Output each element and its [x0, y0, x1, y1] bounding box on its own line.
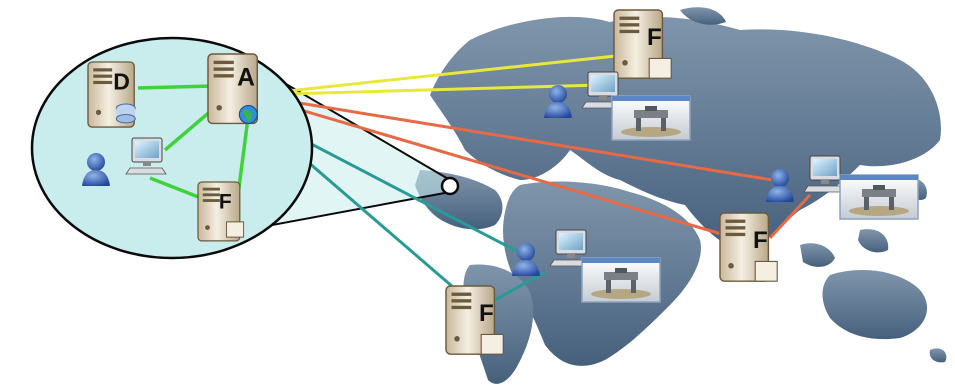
link-a-to-east-user — [249, 93, 786, 184]
remote-east-cad-thumbnail — [839, 174, 919, 220]
remote-south-server-label: F — [479, 300, 494, 327]
server-d-label: D — [113, 68, 130, 94]
server-f-local-label: F — [219, 191, 232, 214]
local-links — [137, 84, 250, 202]
link-a-to-north-server — [249, 53, 626, 97]
link-a-to-east-server — [249, 93, 736, 240]
local-workstation-icon[interactable] — [125, 137, 167, 175]
link-a-to-north-user — [249, 83, 601, 97]
local-site-bubble — [30, 36, 314, 260]
remote-east-server-icon[interactable]: F — [719, 212, 778, 282]
remote-north-server-icon[interactable]: F — [613, 9, 672, 79]
remote-north-cad-thumbnail — [611, 95, 691, 141]
remote-north-server-label: F — [647, 24, 662, 51]
link-south-server-to-user — [494, 270, 546, 302]
server-a-label: A — [237, 64, 255, 91]
server-f-local-icon[interactable]: F — [197, 181, 245, 242]
map-location-pin[interactable] — [440, 176, 460, 196]
remote-south-cad-thumbnail — [581, 257, 661, 303]
link-east-server-to-user — [768, 193, 812, 240]
remote-south-server-icon[interactable]: F — [445, 285, 504, 355]
server-a-icon[interactable]: A — [207, 53, 259, 125]
remote-east-workstation-icon[interactable] — [803, 155, 845, 193]
remote-east-server-label: F — [753, 227, 768, 254]
server-d-icon[interactable]: D — [87, 61, 136, 128]
